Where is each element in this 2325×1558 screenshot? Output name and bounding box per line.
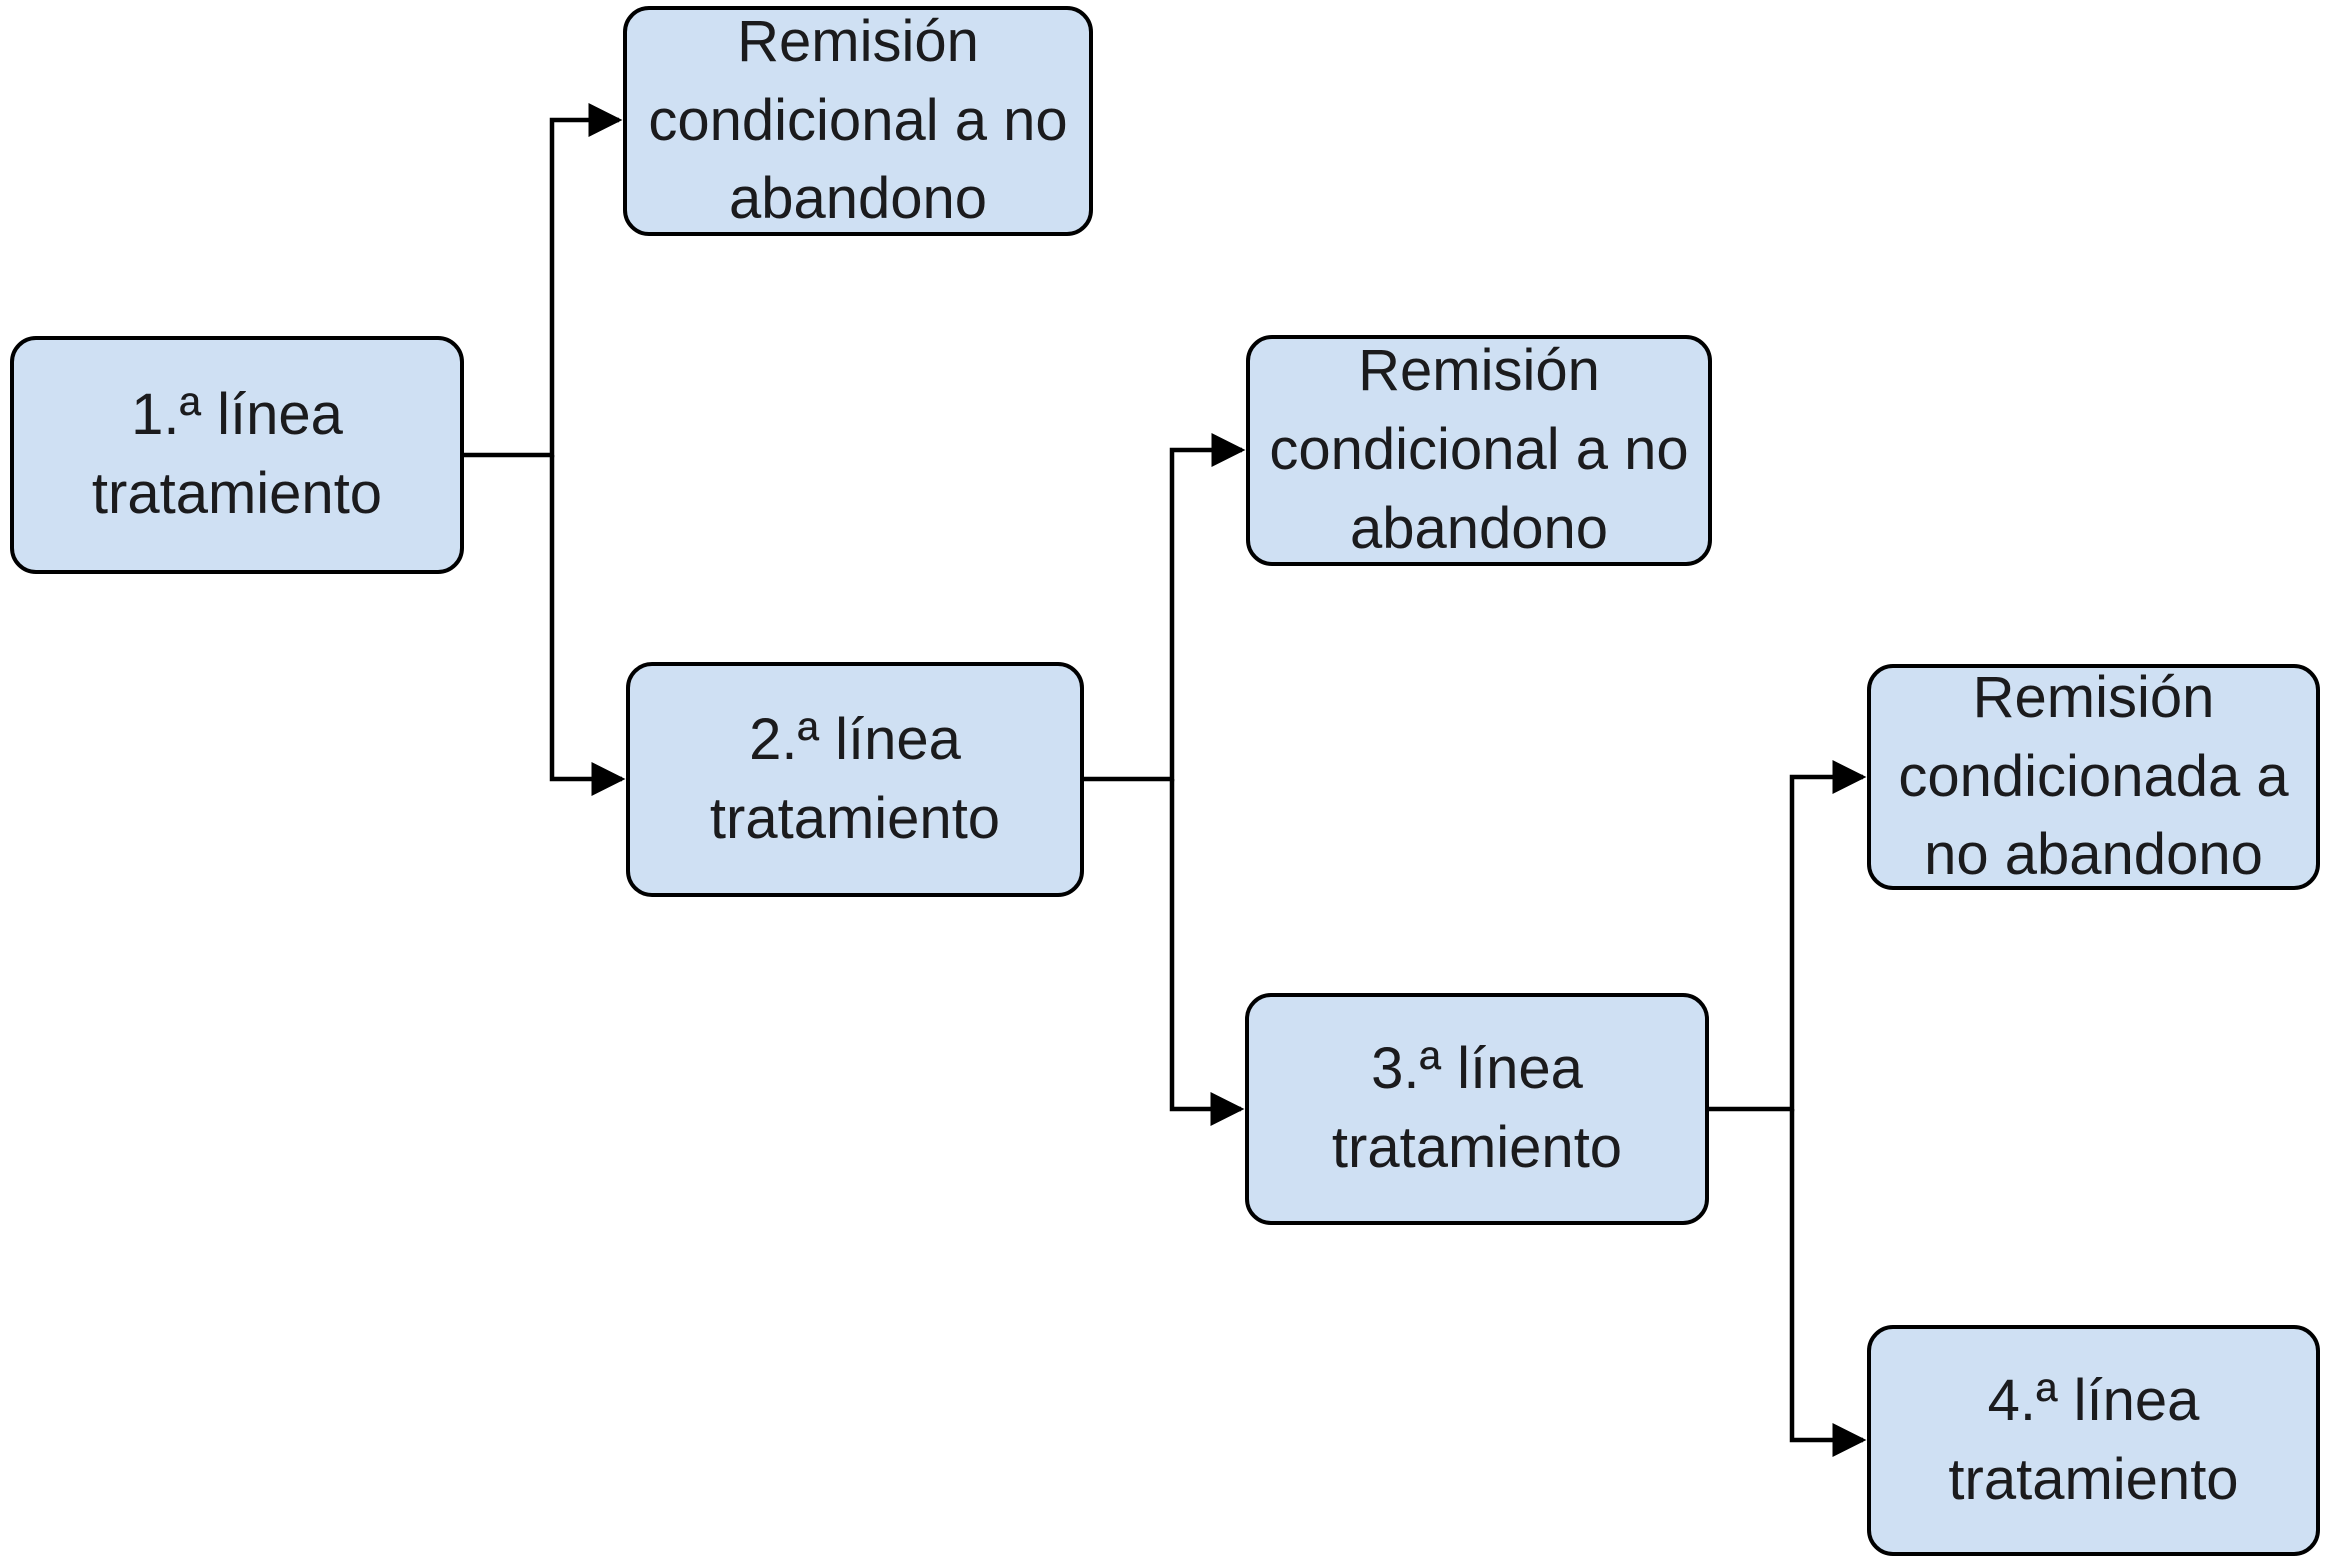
node-linea-1-tratamiento: 1.ª línea tratamiento (10, 336, 464, 574)
node-label: Remisión condicionada a no abandono (1898, 664, 2289, 888)
edge-linea2-linea3 (1169, 779, 1245, 1126)
edge-linea1-remision1 (464, 103, 623, 458)
node-label: 3.ª línea tratamiento (1331, 1036, 1623, 1180)
edge-linea3-linea4 (1789, 1109, 1867, 1457)
node-remision-condicional-2: Remisión condicional a no abandono (1246, 335, 1712, 566)
node-linea-4-tratamiento: 4.ª línea tratamiento (1867, 1325, 2320, 1556)
node-remision-condicionada: Remisión condicionada a no abandono (1867, 664, 2320, 890)
node-linea-2-tratamiento: 2.ª línea tratamiento (626, 662, 1084, 897)
node-linea-3-tratamiento: 3.ª línea tratamiento (1245, 993, 1709, 1225)
node-label: Remisión condicional a no abandono (648, 8, 1068, 232)
node-remision-condicional-1: Remisión condicional a no abandono (623, 6, 1093, 236)
node-label: Remisión condicional a no abandono (1269, 338, 1689, 561)
edge-linea1-linea2 (549, 455, 626, 796)
node-label: 2.ª línea tratamiento (709, 706, 1001, 851)
edge-linea3-remision3 (1709, 760, 1867, 1112)
edge-linea2-remision2 (1084, 433, 1246, 782)
node-label: 4.ª línea tratamiento (1948, 1367, 2239, 1512)
node-label: 1.ª línea tratamiento (91, 382, 383, 526)
